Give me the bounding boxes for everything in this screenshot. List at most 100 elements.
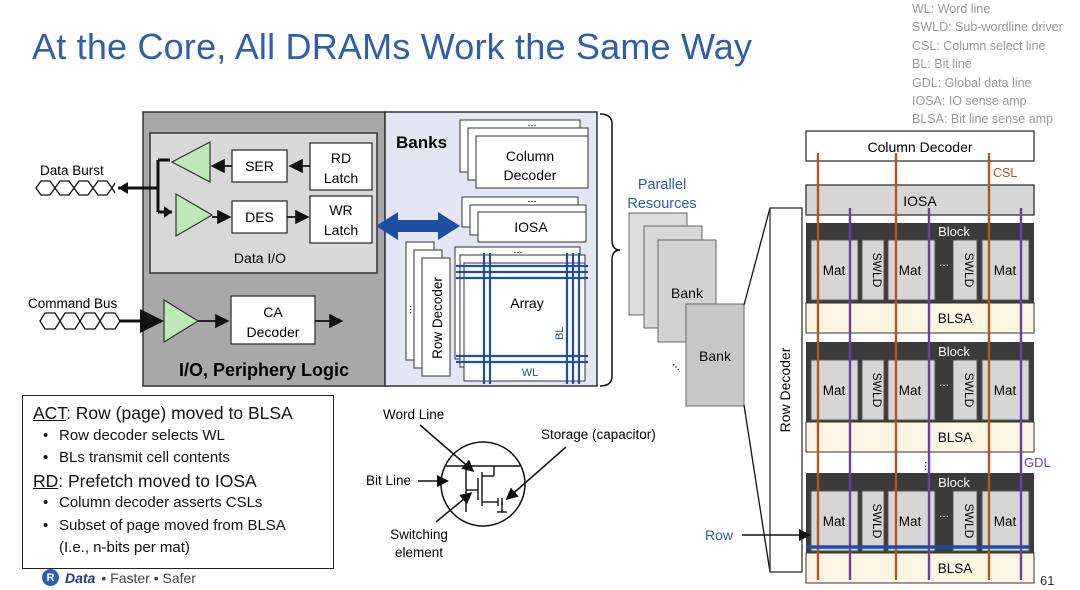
parallel-label: Parallel: [638, 177, 686, 193]
brace: [599, 113, 621, 387]
des-label: DES: [245, 209, 274, 225]
csl-label: CSL: [993, 166, 1017, 180]
block-label: Block: [938, 475, 970, 490]
iosa-label: IOSA: [514, 219, 548, 235]
banks-label: Banks: [396, 133, 447, 152]
iosa-label: IOSA: [903, 193, 937, 209]
gdl-lines: [848, 208, 1023, 580]
ca-decoder-label: Decoder: [247, 324, 300, 340]
ellipsis: ...: [513, 244, 522, 256]
wr-latch-box: [309, 195, 373, 244]
write-buffer-icon: [175, 192, 214, 238]
legend-item: GDL: Global data line: [912, 75, 1032, 90]
mat-label: Mat: [899, 263, 922, 278]
page-title: At the Core, All DRAMs Work the Same Way: [32, 26, 753, 67]
column-decoder-label: Column: [506, 148, 554, 164]
note-bullet: Column decoder asserts CSLs: [33, 492, 323, 515]
switching-label: Switching: [390, 527, 448, 542]
swld-label: SWLD: [962, 504, 976, 539]
command-notes: ACT: Row (page) moved to BLSA Row decode…: [22, 395, 334, 569]
mat-label: Mat: [994, 514, 1017, 529]
rd-latch-label: Latch: [324, 170, 358, 186]
word-line-label: Word Line: [383, 407, 444, 422]
note-continuation: (I.e., n-bits per mat): [59, 539, 190, 556]
mat-label: Mat: [823, 383, 846, 398]
legend-item: CSL: Column select line: [912, 38, 1046, 53]
block-label: Block: [938, 344, 970, 359]
ellipsis: ...: [527, 193, 536, 205]
data-burst-label: Data Burst: [40, 163, 104, 178]
bit-line-label: Bit Line: [366, 473, 411, 488]
act-heading: ACT: Row (page) moved to BLSA: [33, 402, 323, 425]
gdl-label: GDL: [1024, 455, 1051, 470]
swld-label: SWLD: [870, 253, 884, 288]
column-decoder-box: [805, 130, 1035, 162]
legend-item: IOSA: IO sense amp: [912, 94, 1027, 109]
ca-decoder-box: [230, 295, 316, 345]
note-bullet: Row decoder selects WL: [33, 425, 323, 448]
parallel-label: Resources: [627, 196, 696, 212]
storage-label: Storage (capacitor): [541, 427, 656, 442]
bank-box: [685, 303, 745, 407]
block-1: Block Mat Mat Mat SWLD SWLD ... BLSA: [805, 223, 1035, 334]
mat-label: Mat: [994, 383, 1017, 398]
wl-label: WL: [522, 367, 539, 379]
legend-item: WL: Word line: [912, 2, 991, 16]
note-bullet: Subset of page moved from BLSA: [33, 515, 323, 538]
ellipsis: ...: [939, 506, 949, 520]
zoom-line: [743, 404, 771, 573]
brand-name: Data: [65, 569, 96, 586]
column-decoder-box: [475, 135, 589, 189]
rd-heading: RD: Prefetch moved to IOSA: [33, 470, 323, 493]
command-bus-label: Command Bus: [28, 296, 118, 311]
ellipsis: ...: [407, 305, 419, 314]
zoom-line: [743, 207, 771, 306]
rd-latch-box: [309, 142, 373, 191]
rd-text: : Prefetch moved to IOSA: [58, 470, 257, 491]
ellipsis: ...: [527, 117, 536, 129]
blsa-label: BLSA: [938, 430, 973, 445]
swld-label: SWLD: [870, 504, 884, 539]
rd-latch-label: RD: [331, 150, 351, 166]
act-key: ACT: [33, 403, 67, 423]
command-buffer-icon: [163, 298, 200, 344]
row-decoder-column: [769, 207, 803, 573]
page-number: 61: [1040, 573, 1054, 588]
ellipsis: ...: [670, 356, 687, 373]
rd-key: RD: [33, 470, 59, 491]
ellipsis: ...: [939, 255, 949, 269]
swld-label: SWLD: [962, 253, 976, 288]
act-text: : Row (page) moved to BLSA: [66, 403, 293, 423]
csl-lines: [816, 153, 991, 580]
footer-brand: R Data • Faster • Safer: [42, 569, 196, 586]
row-decoder-label: Row Decoder: [777, 347, 793, 432]
mat-label: Mat: [994, 263, 1017, 278]
array-label: Array: [510, 295, 543, 311]
blsa-label: BLSA: [938, 311, 973, 326]
row-decoder-box: [421, 257, 451, 377]
data-burst-bus: [35, 180, 116, 196]
bank-label: Bank: [671, 285, 704, 301]
swld-label: SWLD: [870, 373, 884, 408]
des-box: [231, 200, 288, 234]
brand-tagline: • Faster • Safer: [101, 569, 196, 586]
switching-label: element: [395, 545, 443, 560]
data-io-label: Data I/O: [234, 250, 286, 266]
read-buffer-icon: [170, 141, 211, 183]
array-lines: [456, 253, 588, 384]
row-label: Row: [705, 527, 734, 543]
row-decoder-label: Row Decoder: [430, 277, 445, 359]
mat-label: Mat: [823, 514, 846, 529]
command-bus: [39, 312, 121, 330]
ca-decoder-label: CA: [263, 304, 283, 320]
legend-item: BLSA: Bit line sense amp: [912, 112, 1054, 127]
iosa-box: [805, 184, 1035, 216]
column-decoder-label: Decoder: [504, 167, 557, 183]
wr-latch-label: Latch: [324, 222, 358, 238]
bl-label: BL: [554, 327, 566, 340]
bank-label: Bank: [699, 348, 732, 364]
swld-label: SWLD: [962, 373, 976, 408]
ser-label: SER: [245, 158, 274, 174]
wr-latch-label: WR: [329, 202, 352, 218]
